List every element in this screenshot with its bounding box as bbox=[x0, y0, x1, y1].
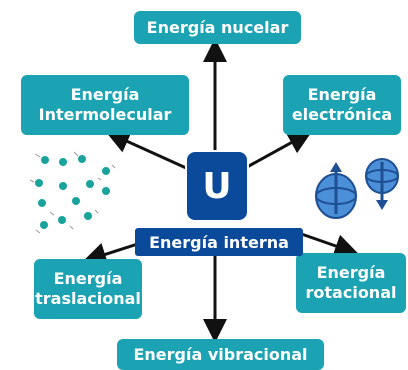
node-nuclear-label: Energía nucelar bbox=[146, 17, 289, 37]
node-vibrational-energy: Energía vibracional bbox=[117, 339, 324, 370]
node-rotational-line2: rotacional bbox=[305, 283, 397, 302]
node-electronic-energy: Energía electrónica bbox=[283, 75, 401, 135]
internal-energy-symbol: U bbox=[185, 150, 249, 222]
node-nuclear-energy: Energía nucelar bbox=[134, 11, 301, 44]
internal-energy-symbol-text: U bbox=[202, 165, 232, 207]
node-rotational-energy: Energía rotacional bbox=[296, 253, 406, 313]
node-intermolecular-line2: Intermolecular bbox=[38, 105, 172, 124]
node-intermolecular-energy: Energía Intermolecular bbox=[21, 75, 189, 135]
node-intermolecular-line1: Energía bbox=[70, 85, 140, 104]
node-translational-line2: traslacional bbox=[35, 289, 141, 308]
internal-energy-label-box: Energía interna bbox=[135, 228, 303, 256]
node-vibrational-label: Energía vibracional bbox=[133, 344, 308, 364]
node-electronic-line2: electrónica bbox=[291, 105, 393, 124]
node-translational-line1: Energía bbox=[53, 269, 123, 288]
rotating-molecules-illustration bbox=[315, 158, 399, 219]
node-electronic-line1: Energía bbox=[307, 85, 377, 104]
internal-energy-label: Energía interna bbox=[149, 232, 289, 252]
arrow-upper-left bbox=[105, 130, 196, 174]
arrow-upper-right bbox=[237, 131, 313, 174]
node-translational-energy: Energía traslacional bbox=[34, 259, 142, 319]
node-rotational-line1: Energía bbox=[316, 263, 386, 282]
gas-particles-illustration bbox=[29, 151, 116, 234]
